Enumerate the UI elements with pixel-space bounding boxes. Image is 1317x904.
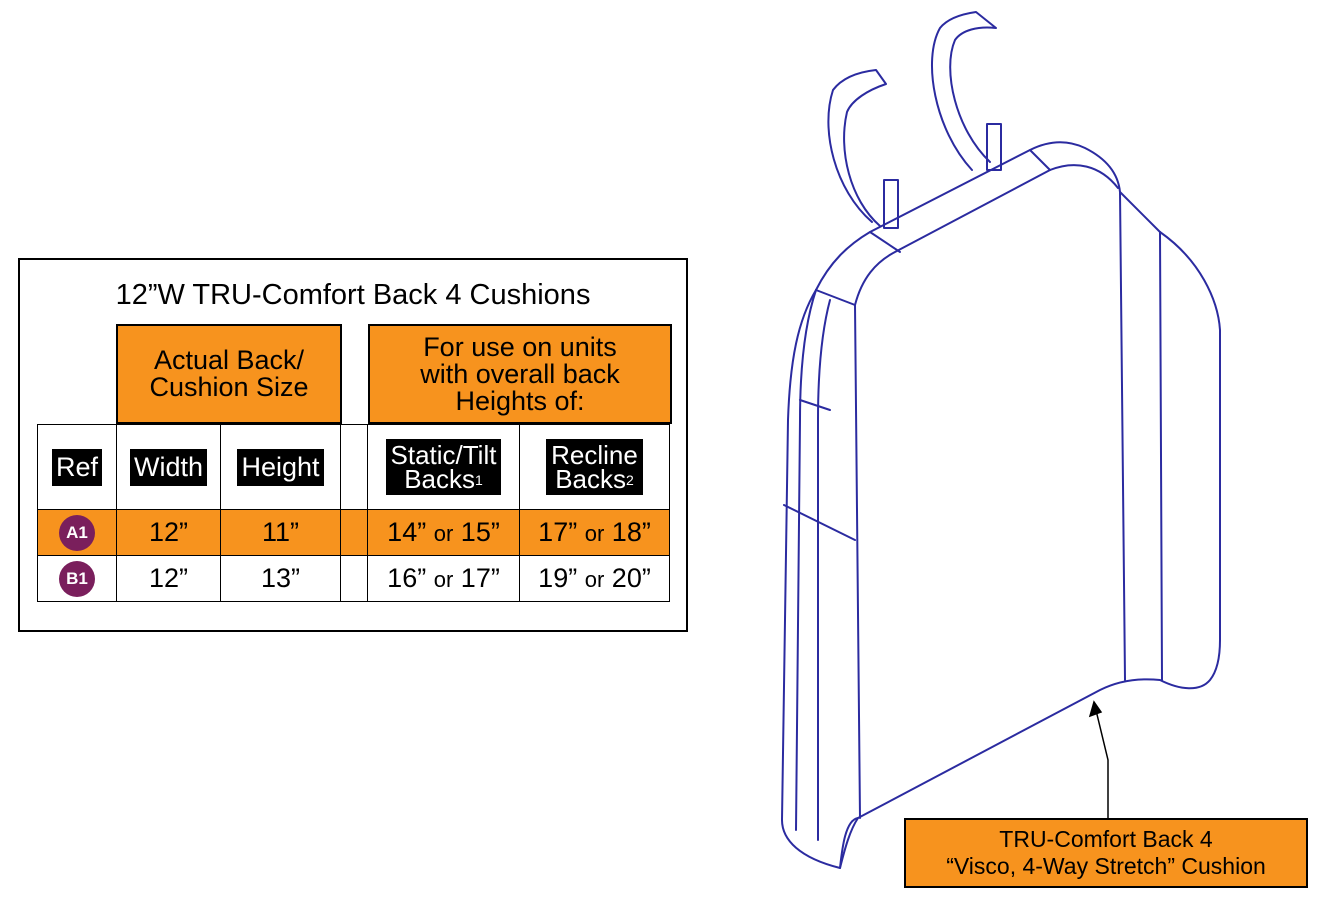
cushion-top-inner [854, 164, 1119, 306]
callout-line2: “Visco, 4-Way Stretch” Cushion [946, 853, 1266, 879]
col-header-ref: Ref [51, 448, 103, 486]
front-right-edge [1119, 191, 1126, 681]
recline-value-low: 17” [538, 517, 578, 547]
left-strap [827, 69, 887, 227]
top-seam-1 [869, 231, 901, 253]
group-header-back-heights-line1: For use on units [423, 331, 617, 362]
recline-value-high: 18” [611, 517, 651, 547]
spacer-cell [340, 555, 368, 602]
table-row-b1: B1 12” 13” 16” or 17” 19” or 20” [37, 555, 670, 602]
left-side-inner [795, 289, 817, 831]
col-header-height: Height [237, 448, 324, 486]
cushion-top [815, 141, 1161, 291]
group-header-cushion-size: Actual Back/ Cushion Size [116, 324, 342, 424]
col-header-recline-cell: Recline Backs2 [519, 424, 670, 510]
cushion-outline [781, 231, 1221, 869]
static-backs-cell: 14” or 15” [367, 509, 520, 556]
group-header-back-heights: For use on units with overall back Heigh… [368, 324, 672, 424]
callout-line1: TRU-Comfort Back 4 [999, 826, 1213, 852]
width-cell: 12” [116, 555, 221, 602]
column-header-row: Ref Width Height Static/Tilt Backs1 Recl… [37, 424, 670, 510]
static-value-high: 17” [460, 563, 500, 593]
top-seam-2 [1029, 149, 1051, 171]
recline-backs-cell: 19” or 20” [519, 555, 670, 602]
group-header-back-heights-line3: Heights of: [455, 385, 585, 416]
col-header-static: Static/Tilt Backs1 [385, 439, 502, 495]
group-header-cushion-size-line2: Cushion Size [149, 372, 309, 402]
group-header-back-heights-line2: with overall back [420, 358, 620, 389]
left-lower-seam [783, 504, 856, 541]
top-seam-3 [815, 289, 856, 306]
static-value-low: 16” [387, 563, 427, 593]
arrow-head [1088, 700, 1103, 718]
cushion-front-face [854, 304, 861, 819]
left-side-inner-2 [817, 299, 831, 841]
table-row-a1: A1 12” 11” 14” or 15” 17” or 18” [37, 509, 670, 556]
static-value-high: 15” [460, 517, 500, 547]
sizing-table-panel: 12”W TRU-Comfort Back 4 Cushions Actual … [18, 258, 688, 632]
footnote-1-marker: 1 [475, 472, 483, 488]
static-backs-cell: 16” or 17” [367, 555, 520, 602]
col-header-static-line2: Backs [404, 464, 475, 494]
side-panel-edge [1159, 231, 1163, 681]
right-strap [930, 11, 997, 171]
ref-badge-a1: A1 [59, 515, 95, 551]
col-header-recline-line2: Backs [555, 464, 626, 494]
ref-badge-b1: B1 [59, 561, 95, 597]
ref-cell: B1 [37, 555, 117, 602]
col-header-width-cell: Width [116, 424, 221, 510]
col-header-recline: Recline Backs2 [546, 439, 643, 495]
recline-value-high: 20” [611, 563, 651, 593]
table-title: 12”W TRU-Comfort Back 4 Cushions [115, 279, 591, 311]
recline-value-low: 19” [538, 563, 578, 593]
spacer-cell [340, 509, 368, 556]
or-text: or [584, 567, 605, 592]
callout-label: TRU-Comfort Back 4 “Visco, 4-Way Stretch… [904, 818, 1308, 888]
or-text: or [433, 521, 454, 546]
callout-leader [1088, 700, 1109, 818]
col-header-ref-cell: Ref [37, 424, 117, 510]
or-text: or [433, 567, 454, 592]
group-header-cushion-size-line1: Actual Back/ [153, 345, 305, 375]
left-upper-seam [799, 399, 831, 411]
ref-cell: A1 [37, 509, 117, 556]
right-strap-tab [986, 123, 1002, 171]
col-header-static-cell: Static/Tilt Backs1 [367, 424, 520, 510]
col-header-width: Width [129, 448, 208, 486]
col-header-static-line1: Static/Tilt [390, 440, 497, 470]
footnote-2-marker: 2 [626, 472, 634, 488]
left-strap-tab [883, 179, 899, 229]
bottom-front-edge [839, 817, 859, 869]
col-header-recline-line1: Recline [551, 440, 638, 470]
or-text: or [584, 521, 605, 546]
height-cell: 13” [220, 555, 341, 602]
col-header-height-cell: Height [220, 424, 341, 510]
sizing-table: Ref Width Height Static/Tilt Backs1 Recl… [37, 424, 670, 602]
leader-line [1093, 701, 1109, 818]
recline-backs-cell: 17” or 18” [519, 509, 670, 556]
static-value-low: 14” [387, 517, 427, 547]
spacer-cell [340, 424, 368, 510]
